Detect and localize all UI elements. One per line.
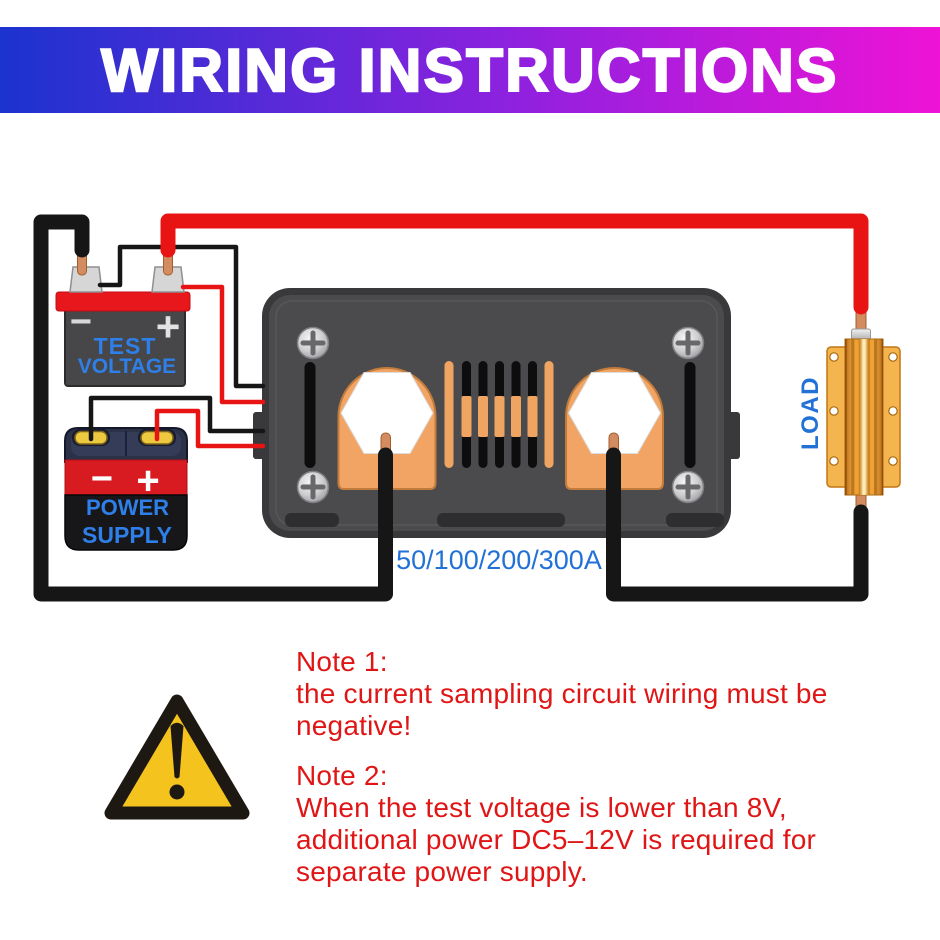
shunt-vent-grille — [444, 361, 554, 468]
phillips-screw-icon — [671, 326, 705, 360]
shunt-notch — [285, 513, 339, 527]
test-battery-negative-symbol: − — [69, 301, 93, 343]
battery-top-bar — [55, 291, 191, 312]
sense-wire-test-positive — [180, 284, 266, 405]
banner: WIRING INSTRUCTIONS — [0, 27, 940, 113]
test-battery-label-line1: TEST — [93, 333, 157, 359]
power-supply-label-line2: SUPPLY — [82, 522, 172, 548]
hex-bolt-icon — [567, 372, 662, 454]
shunt-notch — [666, 513, 724, 527]
shunt-slot-left — [304, 362, 316, 468]
note1-line2: negative! — [296, 710, 412, 741]
load-resistor — [826, 301, 901, 523]
test-battery-positive-symbol: + — [155, 303, 181, 350]
shunt-meter — [253, 288, 740, 538]
hex-bolt-icon — [340, 372, 434, 454]
sense-wire-supply-positive — [154, 408, 266, 449]
note2-title: Note 2: — [296, 760, 388, 791]
load-mount-holes — [829, 352, 898, 466]
phillips-screw-icon — [671, 470, 705, 504]
wires — [33, 213, 869, 602]
sense-wire-supply-negative — [88, 395, 266, 442]
shunt-terminal-left — [337, 367, 437, 490]
power-supply-label-line1: POWER — [85, 495, 170, 520]
shunt-notch — [437, 513, 565, 527]
warning-triangle-icon — [104, 694, 250, 820]
test-voltage-battery — [55, 248, 191, 387]
shunt-slot-right — [684, 362, 696, 468]
shunt-terminal-right — [565, 367, 664, 490]
note2-line1: When the test voltage is lower than 8V, — [296, 792, 787, 823]
load-fins-sheen — [845, 339, 883, 495]
power-supply-negative-symbol: − — [90, 458, 114, 500]
phillips-screw-icon — [296, 470, 330, 504]
load-ferrule-top — [851, 328, 871, 341]
main-wire-load-return — [606, 447, 869, 602]
page-title: WIRING INSTRUCTIONS — [100, 35, 839, 104]
sense-wire-test-negative — [97, 244, 266, 389]
note2-line2: additional power DC5–12V is required for — [296, 824, 817, 855]
load-label: LOAD — [797, 376, 824, 450]
main-wire-negative — [33, 214, 393, 602]
note1-line1: the current sampling circuit wiring must… — [296, 678, 828, 709]
note1-title: Note 1: — [296, 646, 388, 677]
note2-line3: separate power supply. — [296, 856, 588, 887]
test-battery-label-line2: VOLTAGE — [77, 355, 177, 378]
main-wire-positive — [160, 213, 869, 315]
battery-terminal-block-pos — [151, 266, 185, 293]
phillips-screw-icon — [296, 326, 330, 360]
ps-red-band — [64, 459, 188, 498]
power-supply-positive-symbol: + — [136, 459, 160, 503]
ps-bottom — [64, 494, 188, 551]
shunt-rating-label: 50/100/200/300A — [396, 545, 602, 575]
